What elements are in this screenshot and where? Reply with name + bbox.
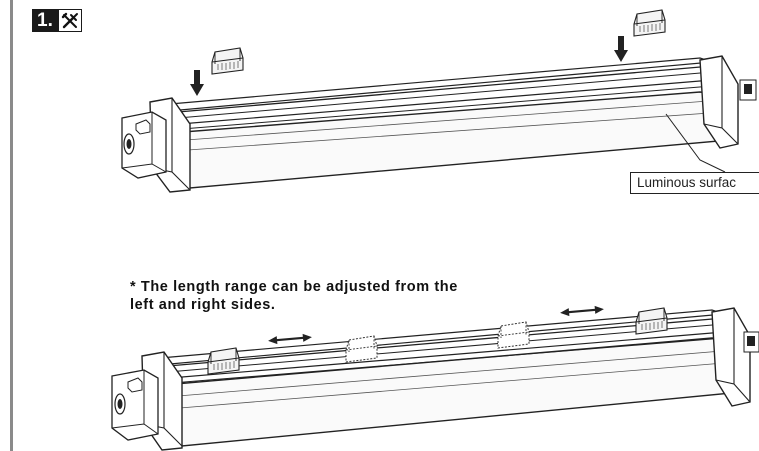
tools-icon — [57, 9, 82, 32]
fixture-bottom — [111, 307, 759, 451]
fixture-top — [121, 9, 757, 193]
luminous-surface-callout: Luminous surfac — [630, 172, 759, 194]
down-arrow-icon — [190, 70, 204, 96]
down-arrow-icon — [614, 36, 628, 62]
double-arrow-icon — [558, 303, 606, 319]
length-adjustment-note: * The length range can be adjusted from … — [130, 279, 458, 313]
step-badge: 1. — [32, 9, 82, 32]
double-arrow-icon — [266, 331, 314, 347]
callout-leader-line — [665, 113, 726, 173]
left-margin-rule — [10, 0, 13, 451]
step-number: 1. — [32, 9, 58, 32]
